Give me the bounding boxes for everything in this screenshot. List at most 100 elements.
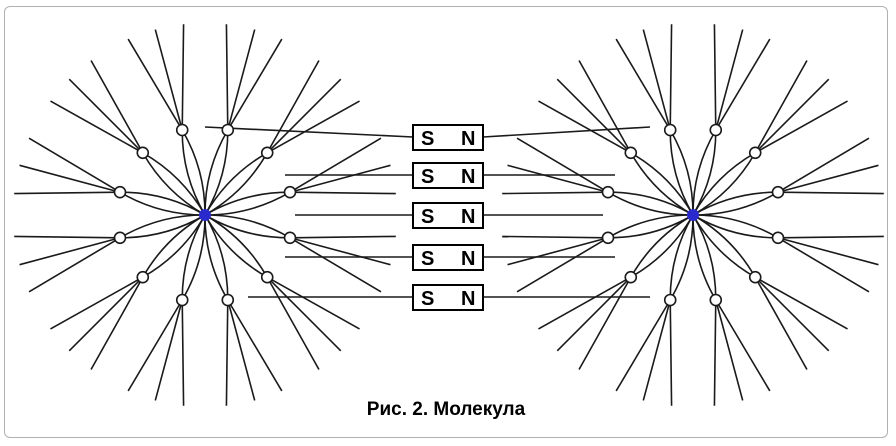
atom-right-ray <box>538 276 632 330</box>
atom-right-ray <box>754 276 830 352</box>
atom-right-ray <box>777 137 870 193</box>
atom-left-node-circle <box>260 270 274 284</box>
magnet-3: S N <box>412 202 484 229</box>
atom-right-node-circle <box>771 231 785 245</box>
magnet-1-south: S <box>421 128 434 150</box>
atom-right-ray <box>507 164 609 193</box>
atom-right-ray <box>754 276 808 370</box>
atom-left-node-circle <box>136 270 150 284</box>
atom-left-ray <box>266 60 320 154</box>
atom-left-ray <box>50 276 144 330</box>
atom-left-ray <box>266 276 360 330</box>
atom-left-ray <box>227 299 256 401</box>
atom-left-ray <box>289 164 391 193</box>
magnet-2: S N <box>412 162 484 189</box>
atom-right-ray <box>516 237 609 293</box>
atom-left-petal-11 <box>204 150 270 216</box>
magnet-5: S N <box>412 284 484 311</box>
atom-right-icon <box>502 24 884 406</box>
atom-right-ray <box>754 276 848 330</box>
magnet-2-north: N <box>461 166 475 188</box>
bond-lines <box>204 126 651 298</box>
atom-right-node-circle <box>709 293 723 307</box>
atom-left-ray <box>28 237 121 293</box>
atom-left-ray <box>266 276 342 352</box>
atom-left-node-circle <box>113 185 127 199</box>
atom-left-ray <box>227 29 256 131</box>
figure-frame: S N S N S N S N S N Рис. 2. Молекула <box>4 6 888 438</box>
atom-right-ray <box>777 191 884 195</box>
atom-right-ray <box>715 299 744 401</box>
atom-left-ray <box>181 24 185 131</box>
atom-left-petal-5 <box>140 214 206 280</box>
atom-left-ray <box>90 60 144 154</box>
atom-left-ray <box>154 29 183 131</box>
atom-left-node-circle <box>175 293 189 307</box>
atom-right-node-circle <box>709 123 723 137</box>
atom-left-node-circle <box>283 185 297 199</box>
atom-right-ray <box>615 299 671 392</box>
magnet-5-south: S <box>421 288 434 310</box>
atom-left-ray <box>289 237 382 293</box>
atom-left-ray <box>127 38 183 131</box>
atom-left-ray <box>19 164 121 193</box>
atom-right-node-circle <box>771 185 785 199</box>
atom-left-ray <box>28 137 121 193</box>
atom-left-node-circle <box>260 146 274 160</box>
atom-right-ray <box>754 60 808 154</box>
atom-right-ray <box>754 100 848 154</box>
atom-left-ray <box>225 24 229 131</box>
atom-left-ray <box>289 237 391 266</box>
atom-left-node-circle <box>283 231 297 245</box>
atom-left-ray <box>50 100 144 154</box>
atom-right-petal-11 <box>692 150 758 216</box>
figure-caption: Рис. 2. Молекула <box>366 399 526 420</box>
atom-left-ray <box>289 137 382 193</box>
atom-left-ray <box>154 299 183 401</box>
atom-left-ray <box>14 191 121 195</box>
atom-right-ray <box>538 100 632 154</box>
atom-right-ray <box>777 235 884 239</box>
atom-left-petal-2 <box>204 214 270 280</box>
atom-right-ray <box>715 299 771 392</box>
atom-left-ray <box>227 299 283 392</box>
atom-right-nucleus-icon <box>687 209 699 221</box>
magnet-3-south: S <box>421 206 434 228</box>
atom-left-ray <box>14 235 121 239</box>
atom-right-ray <box>713 299 717 406</box>
atom-left-ray <box>19 237 121 266</box>
molecule-diagram: S N S N S N S N S N <box>14 24 884 406</box>
atom-right-ray <box>777 237 879 266</box>
atom-left-ray <box>289 235 396 239</box>
atom-left-ray <box>266 78 342 154</box>
atom-right-node-circle <box>624 146 638 160</box>
atom-right-ray <box>669 24 673 131</box>
atom-left-ray <box>266 276 320 370</box>
atom-left-ray <box>90 276 144 370</box>
atom-left-node-circle <box>221 123 235 137</box>
atom-right-petal-2 <box>692 214 758 280</box>
atom-left-ray <box>289 191 396 195</box>
atom-right-ray <box>777 237 870 293</box>
atom-right-ray <box>556 78 632 154</box>
bond-line-right <box>482 126 651 138</box>
atom-right-ray <box>715 29 744 131</box>
atom-right-node-circle <box>601 231 615 245</box>
atom-left-node-circle <box>136 146 150 160</box>
atom-left-ray <box>68 276 144 352</box>
atom-left-ray <box>227 38 283 131</box>
atom-right-node-circle <box>748 146 762 160</box>
atom-right-ray <box>715 38 771 131</box>
atom-right-ray <box>615 38 671 131</box>
magnet-3-north: N <box>461 206 475 228</box>
atom-right-ray <box>556 276 632 352</box>
atom-right-node-circle <box>601 185 615 199</box>
atom-right-node-circle <box>624 270 638 284</box>
atom-left-ray <box>181 299 185 406</box>
atom-right-ray <box>502 191 609 195</box>
atom-right-ray <box>516 137 609 193</box>
atom-left-ray <box>225 299 229 406</box>
atom-right-petal-8 <box>628 150 694 216</box>
magnet-5-north: N <box>461 288 475 310</box>
atom-right-ray <box>642 29 671 131</box>
